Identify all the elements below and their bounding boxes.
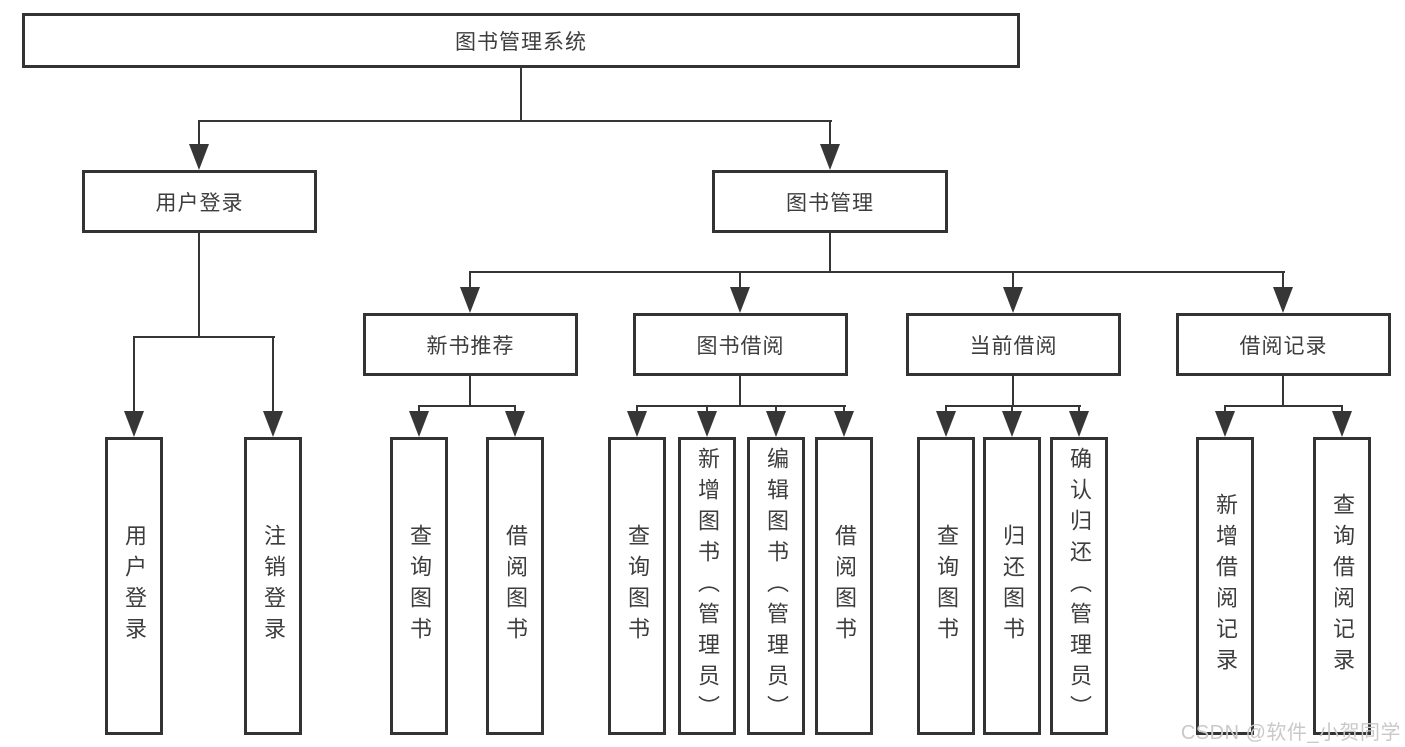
connector-root-stem: [520, 68, 522, 120]
arrowhead-to-leaf-return-books: [1002, 411, 1022, 437]
leaf-borrow-books-recommend: 借阅图书: [486, 437, 544, 735]
connector-leaf-stem: [706, 405, 708, 415]
leaf-label: 查询图书: [625, 524, 650, 648]
connector-to-new-book-rec-stem: [469, 271, 471, 291]
node-label: 当前借阅: [969, 334, 1058, 358]
leaf-confirm-return-admin: 确认归还（管理员）: [1050, 437, 1108, 735]
leaf-label: 借阅图书: [503, 524, 528, 648]
arrowhead-to-book-mgmt: [820, 144, 840, 170]
connector-to-leaf-user-login-stem: [133, 336, 135, 415]
connector-new-book-rec-stem: [469, 376, 471, 405]
node-book-borrowing: 图书借阅: [633, 313, 848, 376]
arrowhead-to-new-book-rec: [460, 287, 480, 313]
arrowhead-to-leaf-borrow-books-bb: [834, 411, 854, 437]
node-label: 新书推荐: [426, 334, 515, 358]
node-book-management: 图书管理: [712, 170, 948, 233]
arrowhead-to-leaf-confirm-return: [1069, 411, 1089, 437]
connector-leaf-stem: [636, 405, 638, 415]
node-label: 图书管理系统: [455, 30, 587, 54]
connector-leaf-stem: [1078, 405, 1080, 415]
connector-leaf-stem: [843, 405, 845, 415]
connector-book-mgmt-stem: [829, 233, 831, 271]
connector-leaf-stem: [775, 405, 777, 415]
arrowhead-to-leaf-query-books-cb: [936, 411, 956, 437]
arrowhead-to-leaf-query-books-bb: [627, 411, 647, 437]
connector-borrowing-records-stem: [1282, 376, 1284, 405]
leaf-return-books: 归还图书: [983, 437, 1041, 735]
node-label: 图书借阅: [696, 334, 785, 358]
leaf-label: 查询图书: [934, 524, 959, 648]
leaf-add-book-admin: 新增图书（管理员）: [678, 437, 736, 735]
arrowhead-to-leaf-add-book: [697, 411, 717, 437]
leaf-borrow-books-borrowing: 借阅图书: [815, 437, 873, 735]
arrowhead-to-current-borrowing: [1003, 287, 1023, 313]
connector-to-borrowing-records-stem: [1282, 271, 1284, 291]
node-borrowing-records: 借阅记录: [1176, 313, 1391, 376]
arrowhead-to-leaf-query-books-rec: [409, 411, 429, 437]
arrowhead-to-leaf-add-borrow-record: [1215, 411, 1235, 437]
leaf-label: 新增图书（管理员）: [695, 446, 720, 726]
arrowhead-to-leaf-query-borrow-record: [1332, 411, 1352, 437]
leaf-label: 确认归还（管理员）: [1067, 446, 1092, 726]
leaf-edit-book-admin: 编辑图书（管理员）: [747, 437, 805, 735]
connector-leaf-stem: [1224, 405, 1226, 415]
connector-book-borrowing-hline: [636, 405, 846, 407]
connector-new-book-rec-hline: [418, 405, 516, 407]
leaf-label: 查询借阅记录: [1330, 493, 1355, 679]
leaf-add-borrow-record: 新增借阅记录: [1196, 437, 1254, 735]
connector-current-borrowing-stem: [1012, 376, 1014, 405]
leaf-query-books-recommend: 查询图书: [390, 437, 448, 735]
connector-current-borrowing-hline: [945, 405, 1081, 407]
connector-book-borrowing-stem: [739, 376, 741, 405]
node-new-book-recommendation: 新书推荐: [363, 313, 578, 376]
connector-to-leaf-logout-stem: [272, 336, 274, 415]
arrowhead-to-leaf-borrow-books-rec: [505, 411, 525, 437]
node-label: 用户登录: [155, 191, 244, 215]
leaf-user-login: 用户登录: [105, 437, 163, 735]
arrowhead-to-user-login: [189, 144, 209, 170]
leaf-label: 注销登录: [261, 524, 286, 648]
leaf-query-books-current: 查询图书: [917, 437, 975, 735]
connector-to-book-borrowing-stem: [739, 271, 741, 291]
arrowhead-to-leaf-user-login: [124, 411, 144, 437]
leaf-label: 借阅图书: [832, 524, 857, 648]
node-label: 借阅记录: [1239, 334, 1328, 358]
leaf-query-borrow-record: 查询借阅记录: [1313, 437, 1371, 735]
connector-leaf-stem: [514, 405, 516, 415]
arrowhead-to-book-borrowing: [730, 287, 750, 313]
arrowhead-to-borrowing-records: [1273, 287, 1293, 313]
connector-leaf-stem: [1341, 405, 1343, 415]
arrowhead-to-leaf-logout: [263, 411, 283, 437]
arrowhead-to-leaf-edit-book: [766, 411, 786, 437]
leaf-label: 查询图书: [407, 524, 432, 648]
connector-root-hline: [198, 120, 832, 122]
node-current-borrowing: 当前借阅: [906, 313, 1121, 376]
node-library-management-system: 图书管理系统: [22, 13, 1020, 68]
leaf-label: 新增借阅记录: [1213, 493, 1238, 679]
connector-book-mgmt-hline: [469, 271, 1285, 273]
node-user-login: 用户登录: [82, 170, 317, 233]
node-label: 图书管理: [786, 191, 874, 215]
leaf-logout: 注销登录: [244, 437, 302, 735]
connector-root-to-book-mgmt-stem: [829, 120, 831, 148]
connector-leaf-stem: [1011, 405, 1013, 415]
connector-user-login-hline: [133, 336, 275, 338]
connector-root-to-user-login-stem: [198, 120, 200, 148]
connector-borrowing-records-hline: [1224, 405, 1343, 407]
leaf-label: 编辑图书（管理员）: [764, 446, 789, 726]
csdn-watermark: CSDN @软件_小贺同学: [1180, 722, 1401, 744]
connector-leaf-stem: [418, 405, 420, 415]
leaf-label: 归还图书: [1000, 524, 1025, 648]
connector-user-login-stem: [198, 233, 200, 336]
leaf-query-books-borrowing: 查询图书: [608, 437, 666, 735]
connector-to-current-borrowing-stem: [1012, 271, 1014, 291]
leaf-label: 用户登录: [122, 524, 147, 648]
connector-leaf-stem: [945, 405, 947, 415]
